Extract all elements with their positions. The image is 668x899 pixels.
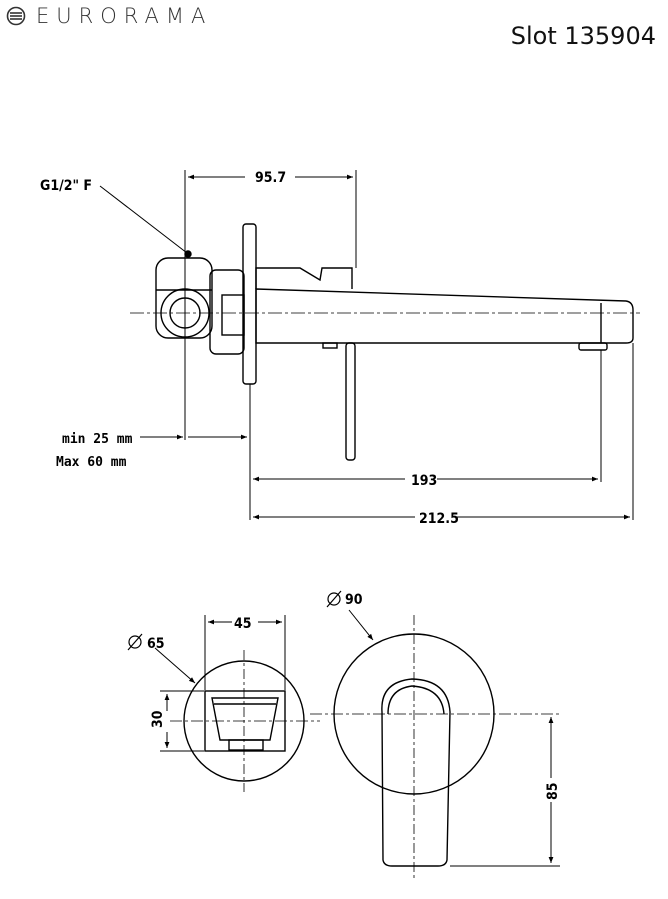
valve-body [155,257,213,339]
wall-plate [242,223,257,385]
side-view-dimensions [140,170,634,520]
rosette-diameter-label: 90 [345,592,363,608]
box-view-dimensions [154,615,286,752]
lever-front-outer [381,678,451,867]
wall-depth-max-label: Max 60 mm [56,455,127,470]
dim-95-7-label: 95.7 [255,170,286,186]
lever-handle [345,342,356,461]
product-slot-number: Slot 135904 [510,22,656,50]
brand-logo: EURORAMA [6,4,212,28]
front-height-label: 85 [545,782,561,800]
brand-name: EURORAMA [36,4,213,28]
eurorama-logo-icon [6,6,26,26]
diameter-symbol-icon [326,590,342,608]
wall-depth-min-label: min 25 mm [62,432,133,447]
dim-193-label: 193 [411,473,437,489]
box-height-label: 30 [150,710,166,728]
box-view [170,650,320,792]
front-view [310,615,560,880]
spout-body [255,288,634,344]
box-diameter-label: 65 [147,636,165,652]
lever-top [255,267,353,289]
front-view-dimensions [348,609,560,867]
box-width-label: 45 [234,616,252,632]
side-view [99,185,640,461]
dim-212-5-label: 212.5 [419,511,459,527]
diameter-symbol-icon [127,633,143,651]
thread-size-label: G1/2" F [40,178,92,194]
